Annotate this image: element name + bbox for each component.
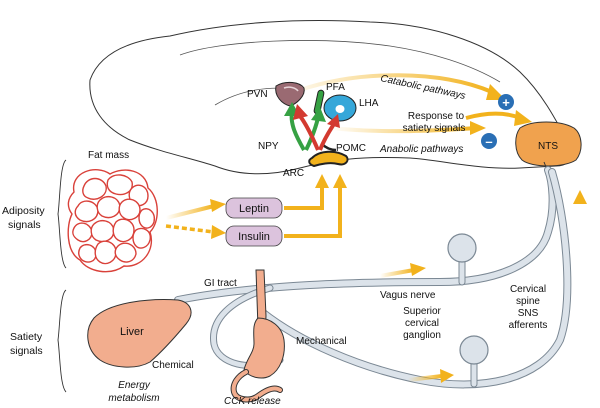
leptin-to-arc-arrow <box>284 186 324 210</box>
vagus-yellow-arrowhead <box>410 263 426 276</box>
plus-sign: + <box>502 95 510 110</box>
intestine-fill <box>231 370 282 402</box>
arc-label: ARC <box>283 168 304 179</box>
pomc-red-arrowhead <box>293 104 308 120</box>
satiety-label-line1: Satiety <box>10 331 43 343</box>
pvn-highlight <box>283 86 299 92</box>
vagus-nerve-label: Vagus nerve <box>380 290 436 301</box>
pfa-label: PFA <box>326 82 345 93</box>
plus-sign-circle <box>498 94 514 110</box>
superior-label-line2: cervical <box>405 318 439 329</box>
cervical-yellow-arrowhead-up <box>573 190 587 204</box>
pvn-nucleus <box>275 81 305 107</box>
leptin-label: Leptin <box>239 203 269 215</box>
minus-sign: – <box>485 134 492 149</box>
energy-label-line2: metabolism <box>108 393 159 404</box>
insulin-to-arc-arrowhead <box>333 174 347 188</box>
catabolic-pathway-arrow <box>299 73 493 94</box>
insulin-to-arc-arrow <box>284 186 342 238</box>
superior-cervical-ganglion <box>459 335 489 365</box>
gi-tract-label: GI tract <box>204 278 237 289</box>
fat-mass-label: Fat mass <box>88 150 129 161</box>
fat-to-insulin-arrowhead <box>211 225 226 239</box>
cervical-label-line2: spine <box>516 296 540 307</box>
npy-label: NPY <box>258 141 279 152</box>
mechanical-label: Mechanical <box>296 336 347 347</box>
arc-nucleus <box>308 150 349 168</box>
chemical-label: Chemical <box>152 360 194 371</box>
nts-nucleus <box>515 121 582 167</box>
fat-to-insulin-arrow <box>165 224 215 234</box>
superior-label-line3: ganglion <box>403 330 441 341</box>
pomc-red-arrow <box>298 114 320 151</box>
adiposity-bracket <box>57 159 67 269</box>
cervical-yellow-arrowhead-lower <box>440 369 454 383</box>
nts-label: NTS <box>538 141 558 152</box>
energy-label-line1: Energy <box>118 380 151 391</box>
lha-label: LHA <box>359 98 379 109</box>
cervical-label-line1: Cervical <box>510 284 546 295</box>
anabolic-label: Anabolic pathways <box>379 144 463 155</box>
fat-to-leptin-arrow <box>165 204 215 220</box>
liver-label: Liver <box>120 326 144 338</box>
vagus-nerve-fill <box>175 167 556 303</box>
pvn-label: PVN <box>247 89 268 100</box>
satiety-label-line2: signals <box>10 345 43 357</box>
satiety-bracket <box>57 289 67 393</box>
leptin-to-arc-arrowhead <box>315 174 329 188</box>
liver-organ <box>87 299 192 368</box>
npy-green-arrowhead-2 <box>311 107 326 122</box>
stomach <box>243 317 285 379</box>
leptin-box <box>225 197 283 219</box>
fat-to-leptin-arrowhead <box>210 199 226 212</box>
superior-label-line1: Superior <box>403 306 441 317</box>
cck-release-label: CCK release <box>224 396 281 407</box>
insulin-box <box>225 225 283 247</box>
adiposity-label-line2: signals <box>8 219 41 231</box>
adiposity-label-line1: Adiposity <box>2 205 45 217</box>
vagus-ganglion <box>447 233 477 263</box>
cervical-label-line4: afferents <box>509 320 548 331</box>
cervical-label-line3: SNS <box>518 308 539 319</box>
anabolic-pathway-arrow <box>329 126 479 134</box>
insulin-label: Insulin <box>238 231 270 243</box>
fat-mass-cells <box>67 169 158 273</box>
pomc-label: POMC <box>336 143 366 154</box>
response-label-line2: satiety signals <box>403 123 466 134</box>
brain-inner-contour <box>179 40 501 83</box>
response-label-line1: Response to <box>408 111 465 122</box>
anabolic-arrowhead <box>470 121 486 135</box>
cervical-nerve-fill <box>259 169 571 388</box>
lha-core <box>335 105 345 113</box>
response-arrowhead <box>514 110 532 126</box>
cervical-yellow-arrow-lower <box>407 374 443 382</box>
minus-sign-circle <box>481 133 497 149</box>
pomc-red-arrowhead-2 <box>327 114 340 128</box>
vagus-yellow-arrow <box>379 268 415 278</box>
